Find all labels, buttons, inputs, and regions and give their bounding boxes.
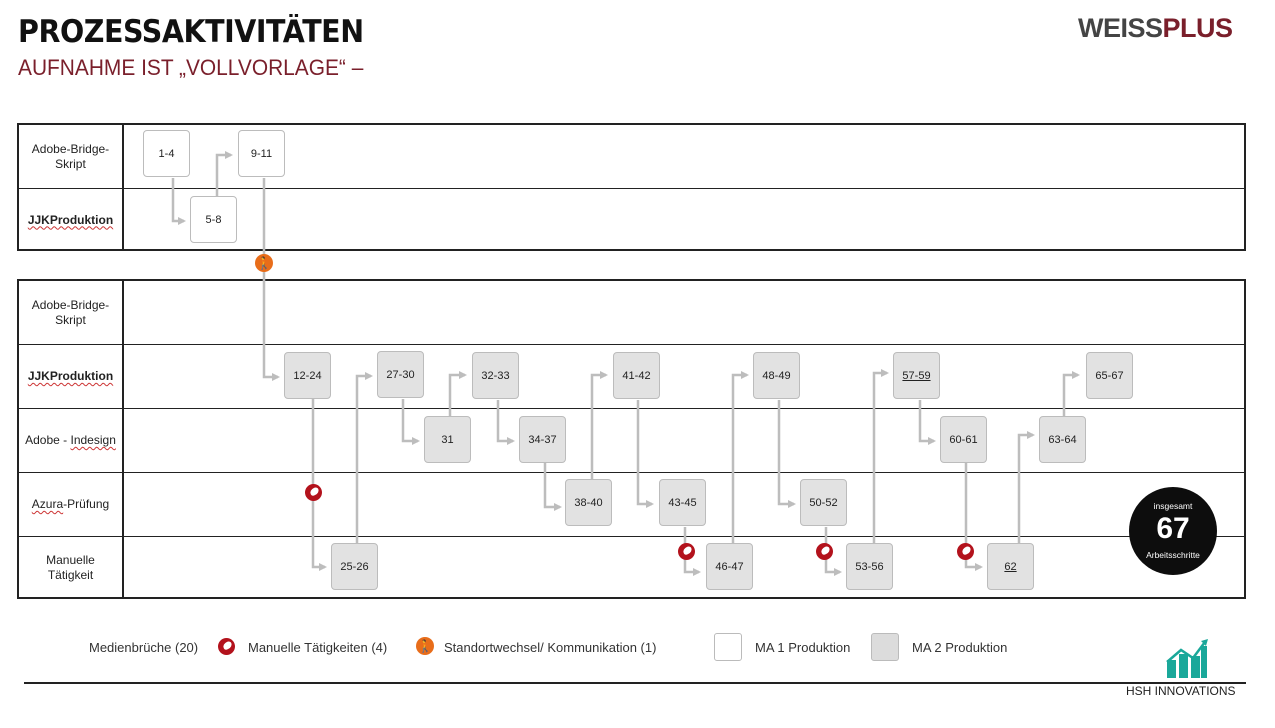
lane-adobe-bridge-skript: Adobe-Bridge-Skript <box>19 281 1244 344</box>
footer-divider <box>24 682 1246 684</box>
total-value: 67 <box>1156 512 1190 545</box>
lane-label: Azura-Prüfung <box>19 473 124 536</box>
legend-ma2: MA 2 Produktion <box>912 640 1008 655</box>
process-step-box[interactable]: 65-67 <box>1086 352 1133 399</box>
page-subtitle: AUFNAHME IST „VOLLVORLAGE“ – <box>18 55 364 80</box>
process-step-box[interactable]: 27-30 <box>377 351 424 398</box>
legend-manual-tasks: Manuelle Tätigkeiten (4) <box>248 640 388 655</box>
location-change-icon: 🚶 <box>255 254 273 272</box>
lane-adobe-indesign: Adobe - Indesign <box>19 408 1244 472</box>
process-step-box[interactable]: 63-64 <box>1039 416 1086 463</box>
location-change-legend-icon: 🚶 <box>416 637 434 655</box>
process-step-box[interactable]: 38-40 <box>565 479 612 526</box>
legend-location-change: Standortwechsel/ Kommunikation (1) <box>444 640 657 655</box>
lane-label: Adobe-Bridge-Skript <box>19 281 124 344</box>
page-title: PROZESSAKTIVITÄTEN <box>18 14 364 50</box>
process-step-box[interactable]: 57-59 <box>893 352 940 399</box>
process-step-box[interactable]: 5-8 <box>190 196 237 243</box>
swimlane-top: Adobe-Bridge-Skript JJKProduktion <box>17 123 1246 251</box>
process-step-box[interactable]: 34-37 <box>519 416 566 463</box>
media-break-icon <box>957 543 974 560</box>
media-break-icon <box>305 484 322 501</box>
lane-label: Adobe-Bridge-Skript <box>19 125 124 188</box>
process-step-box[interactable]: 43-45 <box>659 479 706 526</box>
weissplus-logo: WEISSPLUS <box>1078 13 1233 44</box>
lane-label: JJKProduktion <box>19 189 124 251</box>
lane-label: Adobe - Indesign <box>19 409 124 472</box>
process-step-box[interactable]: 48-49 <box>753 352 800 399</box>
process-step-box[interactable]: 50-52 <box>800 479 847 526</box>
lane-adobe-bridge-skript: Adobe-Bridge-Skript <box>19 125 1244 188</box>
logo-plus: PLUS <box>1162 13 1234 43</box>
swimlane-main: Adobe-Bridge-Skript JJKProduktion Adobe … <box>17 279 1246 599</box>
process-step-box[interactable]: 31 <box>424 416 471 463</box>
manual-task-legend-icon <box>218 638 235 655</box>
legend-ma1-swatch <box>714 633 742 661</box>
total-steps-badge: insgesamt 67 Arbeitsschritte <box>1129 487 1217 575</box>
lane-jjkproduktion: JJKProduktion <box>19 188 1244 251</box>
lane-azura-pruefung: Azura-Prüfung <box>19 472 1244 536</box>
process-step-box[interactable]: 12-24 <box>284 352 331 399</box>
process-step-box[interactable]: 9-11 <box>238 130 285 177</box>
total-top-label: insgesamt <box>1153 501 1193 511</box>
hsh-innovations-label: HSH INNOVATIONS <box>1126 684 1236 698</box>
lane-jjkproduktion: JJKProduktion <box>19 344 1244 408</box>
process-step-box[interactable]: 62 <box>987 543 1034 590</box>
process-step-box[interactable]: 41-42 <box>613 352 660 399</box>
process-step-box[interactable]: 60-61 <box>940 416 987 463</box>
legend-media-breaks: Medienbrüche (20) <box>89 640 199 655</box>
process-step-box[interactable]: 25-26 <box>331 543 378 590</box>
total-bottom-label: Arbeitsschritte <box>1146 550 1200 560</box>
process-step-box[interactable]: 32-33 <box>472 352 519 399</box>
process-step-box[interactable]: 46-47 <box>706 543 753 590</box>
hsh-chart-logo-icon <box>1166 639 1208 678</box>
logo-weiss: WEISS <box>1078 13 1163 43</box>
process-step-box[interactable]: 53-56 <box>846 543 893 590</box>
media-break-icon <box>816 543 833 560</box>
media-break-icon <box>678 543 695 560</box>
lane-label: JJKProduktion <box>19 345 124 408</box>
legend-ma2-swatch <box>871 633 899 661</box>
process-step-box[interactable]: 1-4 <box>143 130 190 177</box>
legend-ma1: MA 1 Produktion <box>755 640 851 655</box>
